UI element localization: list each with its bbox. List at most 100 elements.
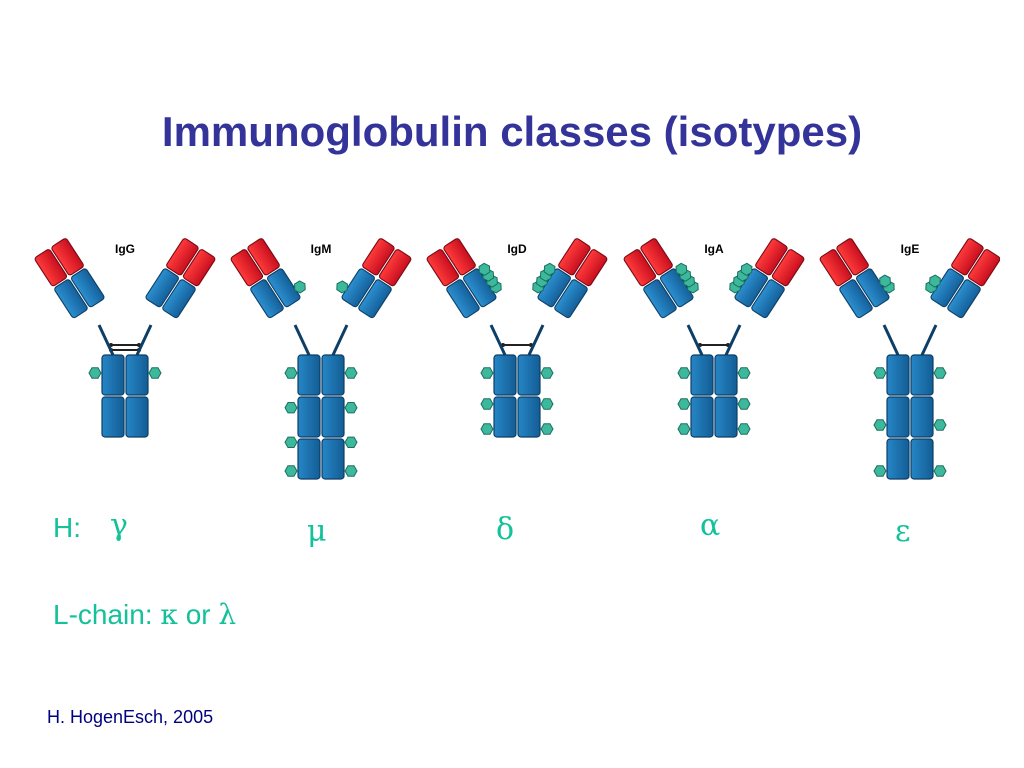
- antibody-label: IgD: [507, 242, 527, 256]
- variable-domain: [426, 249, 460, 287]
- left-fab-arm: [230, 238, 306, 319]
- antibody-igm: IgM: [230, 238, 412, 480]
- mu-symbol: μ: [307, 514, 327, 549]
- heavy-constant-domain: [910, 438, 934, 480]
- variable-domain: [443, 238, 476, 276]
- variable-domain: [51, 238, 84, 276]
- hinge-connector: [724, 324, 742, 356]
- variable-domain: [755, 238, 788, 276]
- constant-domain: [358, 279, 392, 319]
- right-fab-arm: [729, 238, 805, 319]
- glycan-hexagon: [675, 262, 688, 276]
- left-fab-arm: [623, 238, 699, 319]
- immunoglobulin-diagram: IgG IgM IgD IgA IgE: [34, 238, 1000, 480]
- glycan-hexagon: [737, 423, 751, 435]
- variable-domain: [166, 238, 199, 276]
- heavy-constant-domain: [493, 396, 517, 438]
- glycan-hexagon: [933, 465, 947, 477]
- glycan-hexagon: [88, 367, 102, 379]
- variable-domain: [819, 249, 853, 287]
- heavy-constant-domain: [321, 354, 345, 396]
- glycan-hexagon: [336, 280, 349, 294]
- glycan-hexagon: [344, 436, 358, 448]
- hinge-connector: [686, 324, 704, 356]
- heavy-constant-domain: [517, 396, 541, 438]
- hinge-connector: [135, 324, 153, 356]
- lambda-symbol: λ: [218, 598, 237, 631]
- antibody-iga: IgA: [623, 238, 805, 438]
- glycan-hexagon: [677, 423, 691, 435]
- kappa-symbol: κ: [160, 598, 178, 631]
- slide-title: Immunoglobulin classes (isotypes): [161, 108, 863, 155]
- heavy-constant-domain: [321, 438, 345, 480]
- glycan-hexagon: [540, 423, 554, 435]
- variable-domain: [182, 249, 216, 287]
- hinge-connector: [882, 324, 900, 356]
- constant-domain: [643, 279, 677, 319]
- variable-domain: [623, 249, 657, 287]
- constant-domain: [162, 279, 196, 319]
- hinge-connector: [527, 324, 545, 356]
- or-connector: or: [185, 599, 211, 630]
- glycan-hexagon: [480, 398, 494, 410]
- variable-domain: [967, 249, 1000, 287]
- left-fab-arm: [34, 238, 105, 319]
- heavy-constant-domain: [910, 354, 934, 396]
- glycan-hexagon: [480, 367, 494, 379]
- heavy-constant-domain: [297, 438, 321, 480]
- glycan-hexagon: [284, 367, 298, 379]
- heavy-constant-domain: [321, 396, 345, 438]
- glycan-hexagon: [929, 274, 941, 288]
- variable-domain: [558, 238, 591, 276]
- variable-domain: [378, 249, 412, 287]
- variable-domain: [574, 249, 608, 287]
- heavy-constant-domain: [297, 396, 321, 438]
- heavy-constant-domain: [517, 354, 541, 396]
- variable-domain: [640, 238, 673, 276]
- constant-domain: [267, 268, 301, 308]
- heavy-constant-domain: [297, 354, 321, 396]
- heavy-constant-domain: [714, 396, 738, 438]
- antibody-igg: IgG: [34, 238, 216, 438]
- heavy-constant-domain: [690, 354, 714, 396]
- heavy-constant-domain: [101, 354, 125, 396]
- heavy-chain-row: H: γ μ δ α ε: [0, 508, 1024, 558]
- hinge-connector: [489, 324, 507, 356]
- variable-domain: [230, 249, 264, 287]
- epsilon-symbol: ε: [895, 514, 911, 549]
- hinge-connector: [293, 324, 311, 356]
- constant-domain: [250, 279, 284, 319]
- glycan-hexagon: [873, 367, 887, 379]
- glycan-hexagon: [740, 262, 753, 276]
- light-chain-line: L-chain: κ or λ: [53, 598, 236, 631]
- variable-domain: [362, 238, 395, 276]
- left-fab-arm: [426, 238, 502, 319]
- antibody-label: IgE: [901, 242, 920, 256]
- constant-domain: [554, 279, 588, 319]
- constant-domain: [145, 268, 179, 308]
- heavy-constant-domain: [910, 396, 934, 438]
- glycan-hexagon: [873, 419, 887, 431]
- antibody-label: IgG: [115, 242, 135, 256]
- glycan-hexagon: [344, 367, 358, 379]
- light-chain-prefix: L-chain:: [53, 599, 153, 630]
- constant-domain: [71, 268, 105, 308]
- variable-domain: [836, 238, 869, 276]
- glycan-hexagon: [540, 398, 554, 410]
- gamma-symbol: γ: [110, 508, 128, 543]
- left-fab-arm: [819, 238, 895, 319]
- heavy-constant-domain: [714, 354, 738, 396]
- variable-domain: [247, 238, 280, 276]
- right-fab-arm: [145, 238, 216, 319]
- glycan-hexagon: [478, 262, 491, 276]
- right-fab-arm: [925, 238, 1000, 319]
- hinge-connector: [331, 324, 349, 356]
- heavy-chain-prefix: H:: [53, 512, 81, 543]
- heavy-constant-domain: [125, 396, 149, 438]
- heavy-constant-domain: [886, 396, 910, 438]
- glycan-hexagon: [879, 274, 891, 288]
- hinge-connector: [97, 324, 115, 356]
- heavy-constant-domain: [493, 354, 517, 396]
- constant-domain: [446, 279, 480, 319]
- glycan-hexagon: [933, 419, 947, 431]
